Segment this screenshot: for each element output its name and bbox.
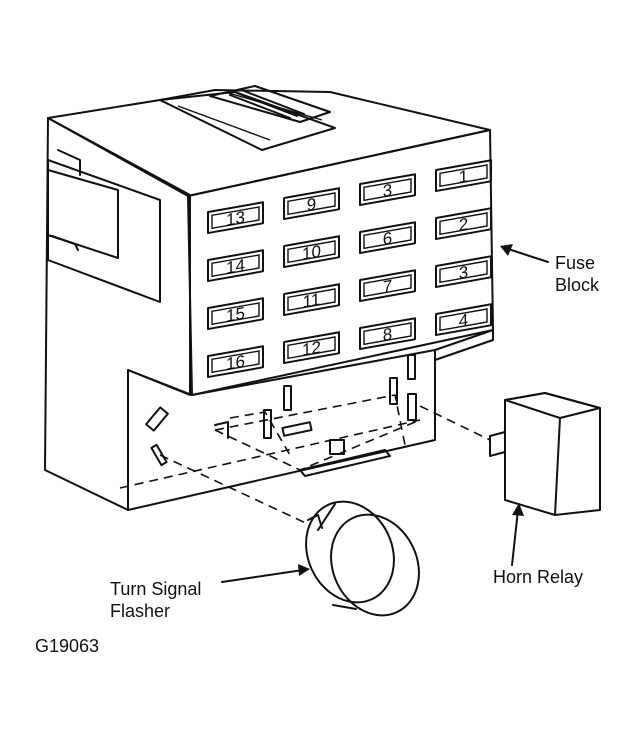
fuse-slot-inner [439,164,488,188]
fuse-slot-frame [435,207,492,241]
fuse-slot-frame [359,269,416,303]
turn-signal-label-line2: Flasher [110,601,170,621]
fuse-slot-frame [207,249,264,283]
fuse-number: 1 [459,165,468,187]
fuse-block-left-side [44,117,191,511]
fuse-number: 6 [383,227,392,249]
fuse-slot[interactable]: 11 [283,283,340,317]
fuse-slot-inner [363,178,412,202]
fuse-slot[interactable]: 16 [207,345,264,379]
fuse-block-lower-body [127,349,436,511]
fuse-slot-frame [283,187,340,221]
fuse-slot-inner [287,192,336,216]
fuse-number: 16 [226,351,245,374]
turn-signal-flasher[interactable] [159,454,435,630]
horn-relay[interactable] [419,392,601,516]
fuse-number: 3 [459,261,468,283]
fuse-number: 13 [226,207,245,230]
fuse-slot-frame [359,317,416,351]
fuse-slot-frame [435,303,492,337]
fuse-slot-frame [359,221,416,255]
mounting-bracket [47,159,161,303]
fuse-slot[interactable]: 3 [435,255,492,289]
fuse-slot[interactable]: 4 [435,303,492,337]
fuse-slot-inner [363,322,412,346]
fuse-slot-inner [439,212,488,236]
fuse-slot-frame [435,255,492,289]
fuse-slot[interactable]: 10 [283,235,340,269]
fuse-slot[interactable]: 1 [435,159,492,193]
fuse-slot[interactable]: 3 [359,173,416,207]
fuse-slot-inner [211,206,260,230]
fuse-number: 8 [383,323,392,345]
fuse-number: 2 [459,213,468,235]
fuse-slot[interactable]: 14 [207,249,264,283]
fuse-slot[interactable]: 9 [283,187,340,221]
fuse-slot-inner [439,260,488,284]
horn-relay-arrow [511,503,524,566]
fuse-slot[interactable]: 12 [283,331,340,365]
fuse-block-label-line1: Fuse [555,253,595,273]
turn-signal-label-line1: Turn Signal [110,579,201,599]
fuse-slot-inner [363,274,412,298]
fuse-block-arrow [500,244,549,263]
fuse-block [44,85,494,511]
fuse-slot-frame [207,345,264,379]
fuse-slot[interactable]: 7 [359,269,416,303]
fuse-block-top-cover [159,91,336,151]
fuse-slot-frame [435,159,492,193]
fuse-block-label-line2: Block [555,275,600,295]
fuse-slot-inner [439,308,488,332]
fuse-slot-frame [283,331,340,365]
fuse-slot-inner [287,240,336,264]
fuse-slot-inner [211,350,260,374]
fuse-slot-inner [211,254,260,278]
fuse-number: 15 [226,303,245,326]
fuse-slot-frame [359,173,416,207]
fuse-number: 3 [383,179,392,201]
fuse-number: 7 [383,275,392,297]
fuse-slot[interactable]: 15 [207,297,264,331]
fuse-slot-frame [207,297,264,331]
fuse-grid: 13 9 3 1 14 10 6 2 15 11 7 3 16 12 8 4 [207,159,492,379]
fuse-slot-inner [211,302,260,326]
fuse-number: 12 [302,337,321,360]
fuse-slot-frame [283,283,340,317]
fuse-number: 4 [459,309,469,331]
fuse-slot-frame [283,235,340,269]
figure-id: G19063 [35,636,99,656]
fuse-slot-frame [207,201,264,235]
fuse-slot[interactable]: 8 [359,317,416,351]
fuse-slot[interactable]: 6 [359,221,416,255]
fuse-slot-inner [363,226,412,250]
fuse-number: 9 [307,193,316,215]
horn-relay-label: Horn Relay [493,567,583,587]
fuse-number: 14 [226,255,245,278]
fuse-number: 10 [302,241,321,264]
fuse-slot[interactable]: 2 [435,207,492,241]
turn-signal-arrow [221,564,310,583]
fuse-slot-inner [287,336,336,360]
fuse-slot-inner [287,288,336,312]
fuse-number: 11 [303,289,321,312]
fuse-slot[interactable]: 13 [207,201,264,235]
